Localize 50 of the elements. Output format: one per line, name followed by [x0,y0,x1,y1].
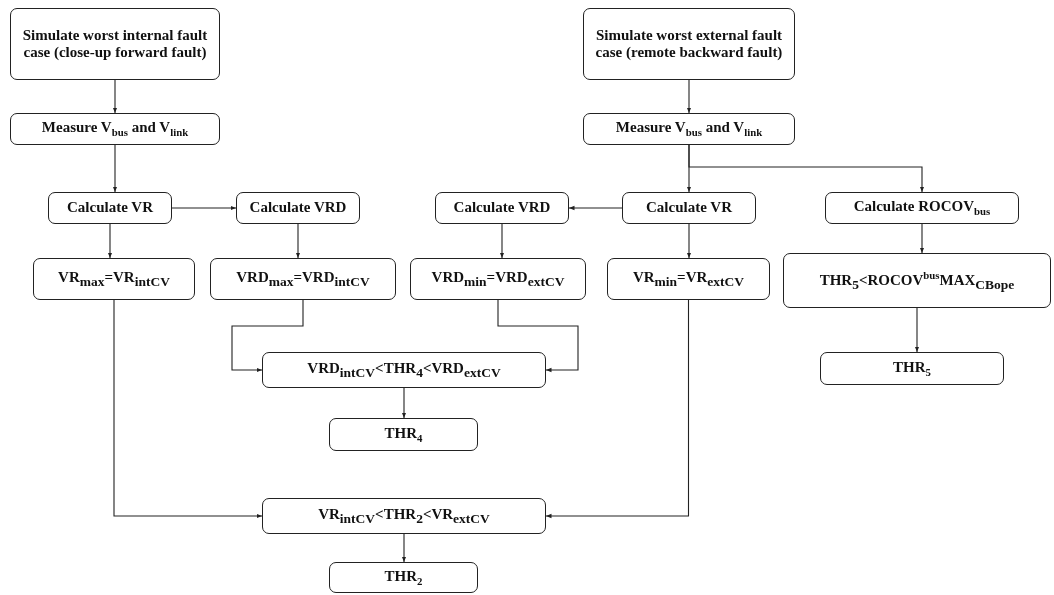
box-text: Simulate worst internal fault case (close-up forward fault) [21,26,209,62]
arrow [568,205,623,211]
process-box [10,113,220,145]
process-box [607,258,770,300]
process-box [783,253,1051,308]
box-text: Calculate VR [646,199,732,217]
process-box [329,418,478,451]
box-text: Calculate VRD [249,199,347,217]
box-text: Measure V$_{bus}$ and V$_{link}$ [615,119,763,139]
arrow [401,387,407,419]
arrow [295,223,301,259]
process-box [825,192,1019,224]
box-text: THR$_{5}$<ROCOV$^{bus}$MAX$_{CBope}$ [819,268,1015,293]
arrow [231,299,304,373]
box-text: Measure V$_{bus}$ and V$_{link}$ [41,119,189,139]
process-box [583,8,795,80]
arrow [919,223,925,254]
process-box [262,352,546,388]
process-box [622,192,756,224]
arrow [686,223,692,259]
arrow [171,205,237,211]
arrow [112,144,118,193]
arrow [107,223,113,259]
arrow [497,299,579,373]
process-box [583,113,795,145]
box-text: THR$_{4}$ [384,424,423,445]
box-text: THR$_{2}$ [384,567,423,588]
process-box [410,258,586,300]
process-box [435,192,569,224]
arrow [688,144,925,193]
box-text: Simulate worst external fault case (remote backward fault) [594,26,784,62]
arrow [401,533,407,563]
process-box [10,8,220,80]
process-box [210,258,396,300]
box-text: THR$_{5}$ [893,358,931,379]
process-box [48,192,172,224]
arrow [686,79,692,114]
arrow [914,307,920,353]
arrow [499,223,505,259]
box-text: Calculate ROCOV$_{bus}$ [853,198,991,218]
process-box [820,352,1004,385]
process-box [262,498,546,534]
box-text: Calculate VR [67,199,153,217]
arrow [545,299,690,519]
box-text: Calculate VRD [453,199,551,217]
process-box [329,562,478,593]
process-box [236,192,360,224]
arrow [112,79,118,114]
arrow [113,299,263,519]
process-box [33,258,195,300]
